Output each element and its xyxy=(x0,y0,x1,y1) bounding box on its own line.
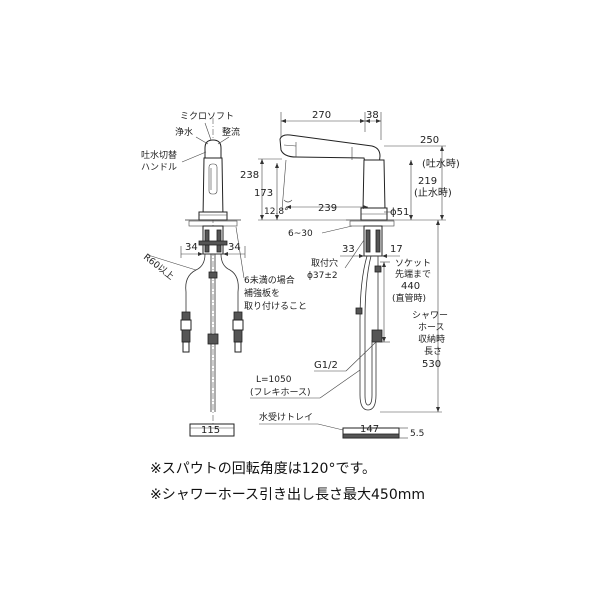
plate-note-2: 補強板を xyxy=(244,287,280,299)
handle-label-1: 吐水切替 xyxy=(141,149,177,161)
base-width-115: 115 xyxy=(201,425,220,436)
mount-hole-diameter: ϕ37±2 xyxy=(307,271,338,281)
socket-label-2: 先端まで xyxy=(395,268,431,280)
shower-label-1: シャワー xyxy=(412,311,448,321)
notes: ※スパウトの回転角度は120°です。 ※シャワーホース引き出し長さ最大450mm xyxy=(150,456,570,508)
plate-note-3: 取り付けること xyxy=(244,301,307,312)
angle-12-8: 12.8° xyxy=(264,207,289,217)
socket-label: ソケット xyxy=(395,258,431,269)
dim-250: 250 xyxy=(420,135,439,146)
handle-label-2: ハンドル xyxy=(141,163,177,173)
shower-label-4: 長さ xyxy=(424,346,442,357)
shower-label-2: ホース xyxy=(418,322,445,333)
note-rotation-angle: ※スパウトの回転角度は120°です。 xyxy=(150,461,377,477)
dim-219-note: (止水時) xyxy=(414,187,452,199)
micro-soft-label: ミクロソフト xyxy=(180,111,234,122)
straight-flow-label: 整流 xyxy=(222,126,240,138)
dim-250-note: (吐水時) xyxy=(422,158,460,170)
dim-219: 219 xyxy=(418,176,437,187)
diameter-51: ϕ51 xyxy=(390,207,409,218)
mount-hole-label: 取付穴 xyxy=(311,257,338,269)
tray-height-5-5: 5.5 xyxy=(410,429,424,439)
plate-note-1: 6未満の場合 xyxy=(244,274,295,286)
dim-238: 238 xyxy=(240,170,259,181)
dim-173: 173 xyxy=(254,188,273,199)
dim-17: 17 xyxy=(390,244,403,255)
note-hose-pull-length: ※シャワーホース引き出し長さ最大450mm xyxy=(150,487,426,503)
front-view: 270 38 238 173 xyxy=(240,110,460,439)
shower-length-530: 530 xyxy=(422,359,441,370)
thread-g1-2: G1/2 xyxy=(314,360,338,371)
clean-water-label: 浄水 xyxy=(175,126,193,138)
socket-note: (直管時) xyxy=(392,292,426,304)
tray-width-147: 147 xyxy=(360,424,379,435)
dim-33: 33 xyxy=(342,244,355,255)
socket-length-440: 440 xyxy=(401,281,420,292)
dim-38: 38 xyxy=(366,110,379,121)
hose-length: L=1050 xyxy=(256,375,292,385)
hose-type: (フレキホース) xyxy=(250,387,311,398)
tray-label: 水受けトレイ xyxy=(259,411,313,423)
radius-label: R60以上 xyxy=(141,252,176,283)
dim-270: 270 xyxy=(312,110,331,121)
dim-239: 239 xyxy=(318,203,337,214)
shower-label-3: 収納時 xyxy=(418,333,445,345)
dim-6-30: 6~30 xyxy=(288,229,313,239)
dim-34-left: 34 xyxy=(185,242,198,253)
dim-34-right: 34 xyxy=(228,242,241,253)
